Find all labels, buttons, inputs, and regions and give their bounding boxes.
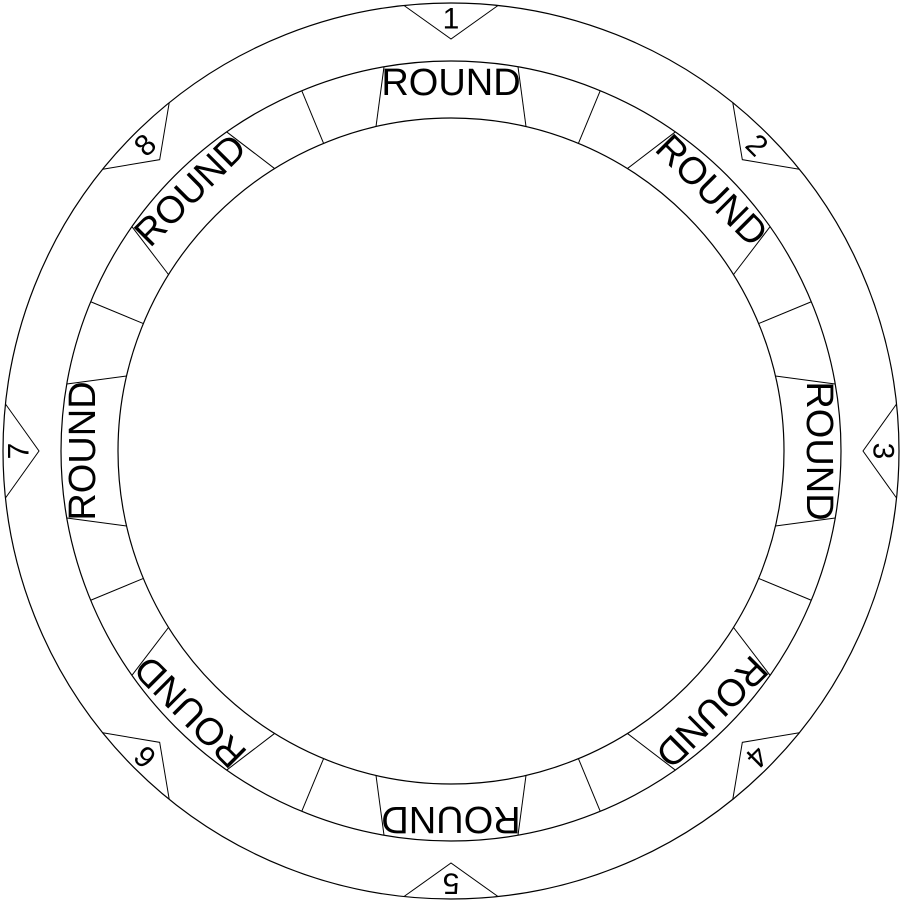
ring-divider [301,758,325,812]
slot-box-edge [375,775,385,836]
slot-box-edge [517,66,527,127]
round-label: ROUND [62,381,104,520]
slot-box-edge [627,131,676,169]
slot-number: 5 [443,867,460,900]
ring-divider [577,758,601,812]
slot-box-edge [131,627,169,676]
slot-number: 6 [128,739,163,774]
slot-box-edge [66,375,127,385]
slot-number: 8 [128,128,163,163]
slot-notch [403,5,499,40]
slot-box-edge [66,517,127,527]
slot-number: 7 [3,443,36,460]
slot-box-edge [226,733,275,771]
slot-box-edge [775,375,836,385]
ring-divider [90,577,144,601]
ring-divider [577,90,601,144]
slot-notch [732,102,800,170]
round-label: ROUND [381,798,520,840]
slot-box-edge [517,775,527,836]
slot-notch [5,403,40,499]
slot-box-edge [733,627,771,676]
slot-notch [102,102,170,170]
slot-box-edge [226,131,275,169]
slot-box-edge [131,226,169,275]
slot-number: 3 [867,443,900,460]
slot-box-edge [775,517,836,527]
inner-ring [117,117,785,785]
slot-notch [102,732,170,800]
slot-box-edge [375,66,385,127]
ring-divider [758,577,812,601]
round-label: ROUND [381,62,520,104]
ring-divider [90,301,144,325]
slot-notch [732,732,800,800]
slot-number: 2 [739,128,774,163]
slot-box-edge [627,733,676,771]
slot-box-edge [733,226,771,275]
ring-divider [758,301,812,325]
middle-ring [60,60,842,842]
slot-number: 1 [443,3,460,36]
ring-divider [301,90,325,144]
slot-number: 4 [739,739,774,774]
round-label: ROUND [798,381,840,520]
slot-notch [862,403,897,499]
slot-notch [403,862,499,897]
